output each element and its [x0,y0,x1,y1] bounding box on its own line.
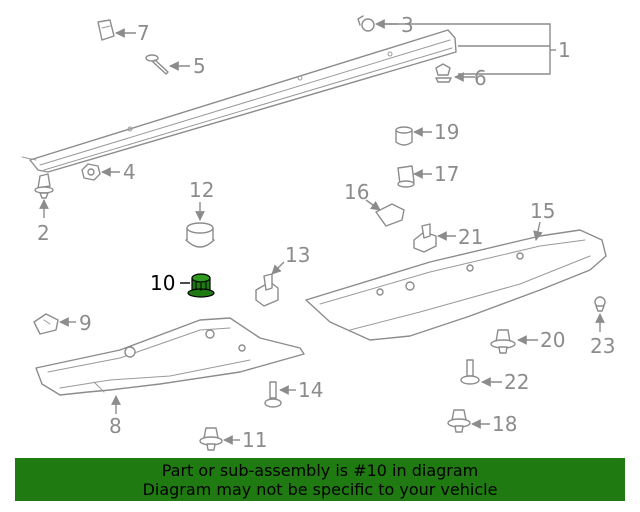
part-18-clip[interactable] [447,409,471,433]
part-11-clip[interactable] [199,427,223,451]
callout-2: 2 [37,221,50,245]
callout-8: 8 [109,414,122,438]
part-7-clip[interactable] [97,19,115,41]
part-3-clip[interactable] [357,15,375,32]
callout-23: 23 [590,334,615,358]
part-4-nut[interactable] [81,163,101,181]
part-5-screw[interactable] [145,54,169,75]
callout-6: 6 [474,66,487,90]
part-info-banner: Part or sub-assembly is #10 in diagram D… [15,458,625,501]
part-15-under-cover[interactable] [305,229,607,341]
callout-17: 17 [434,162,459,186]
callout-19: 19 [434,120,459,144]
part-2-push-clip[interactable] [34,173,54,199]
callout-18: 18 [492,412,517,436]
callout-22: 22 [504,370,529,394]
callout-5: 5 [193,54,206,78]
callout-7: 7 [137,21,150,45]
callout-15: 15 [530,199,555,223]
banner-line-disclaimer: Diagram may not be specific to your vehi… [142,480,498,499]
part-8-under-cover[interactable] [35,317,305,396]
exploded-parts-diagram: 3 1 6 7 5 4 2 12 10 9 13 8 15 16 17 19 2… [21,13,615,452]
part-1-rocker-molding[interactable] [21,29,457,173]
banner-line-part: Part or sub-assembly is #10 in diagram [161,461,479,480]
part-17-clip[interactable] [397,165,415,188]
callout-21: 21 [458,225,483,249]
part-16-clip[interactable] [375,203,405,227]
part-19-cap[interactable] [395,126,413,146]
callout-16: 16 [344,180,369,204]
callout-13: 13 [285,243,310,267]
part-21-clip[interactable] [413,223,437,253]
part-14-bolt[interactable] [264,381,282,408]
part-23-clip[interactable] [594,296,606,312]
part-20-clip[interactable] [490,329,516,354]
part-6-clip[interactable] [435,63,452,83]
part-9-clip[interactable] [33,313,59,335]
callout-4: 4 [123,160,136,184]
part-13-clip[interactable] [255,273,279,307]
callout-11: 11 [242,428,267,452]
callout-14: 14 [298,378,323,402]
callout-10: 10 [150,271,175,295]
part-12-cap[interactable] [185,222,215,248]
leader-lines [39,19,605,445]
callout-12: 12 [189,178,214,202]
callout-1: 1 [558,38,571,62]
part-22-bolt[interactable] [460,359,480,385]
callout-20: 20 [540,328,565,352]
callout-9: 9 [79,311,92,335]
part-10-clip-highlighted[interactable] [187,273,215,298]
callout-3: 3 [401,13,414,37]
